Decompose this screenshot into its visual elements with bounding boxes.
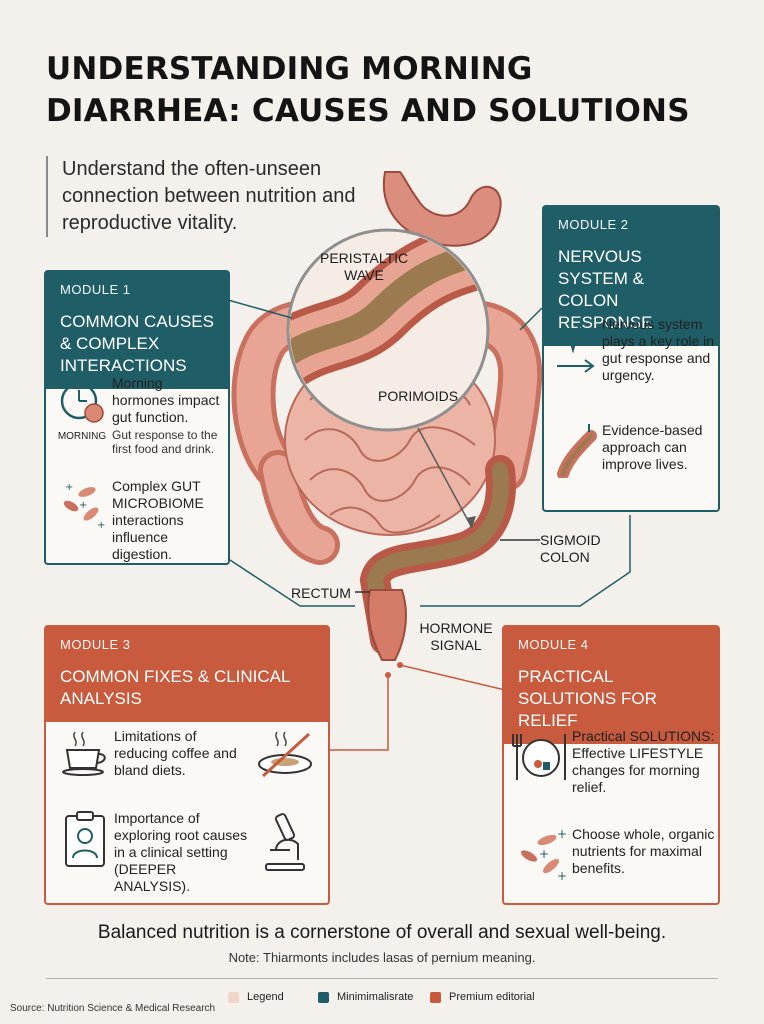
morning-icon-label: MORNING xyxy=(57,431,107,442)
module-2-item-1-text: Nervous system plays a key role in gut r… xyxy=(602,316,715,383)
footer-statement: Balanced nutrition is a cornerstone of o… xyxy=(97,922,667,943)
svg-text:+: + xyxy=(65,482,73,493)
module-1-item-1-subtext: Gut response to the first food and drink… xyxy=(112,428,218,456)
svg-text:+: + xyxy=(557,869,567,882)
crossed-plate-icon xyxy=(254,728,316,778)
legend-item-3: Premium editorial xyxy=(430,991,535,1003)
legend-item-2: Minimimalisrate xyxy=(318,991,413,1003)
doctor-clipboard-icon xyxy=(56,810,114,868)
module-2-title: NERVOUS SYSTEM & COLON RESPONSE xyxy=(558,247,653,332)
module-4-label: MODULE 4 xyxy=(518,637,589,652)
plate-cutlery-icon xyxy=(510,728,572,786)
module-3-label: MODULE 3 xyxy=(60,637,131,652)
colon-segment-icon xyxy=(550,422,602,478)
svg-text:+: + xyxy=(539,847,549,861)
legend-label-2: Minimimalisrate xyxy=(337,991,414,1003)
sigmoid-colon-label: SIGMOID COLON xyxy=(540,532,601,565)
legend-swatch-3 xyxy=(430,991,441,1003)
module-1-item-1-text: Morning hormones impact gut function. xyxy=(112,375,220,425)
peristaltic-wave-label: PERISTALTIC WAVE xyxy=(320,250,409,283)
legend-item-1: Legend xyxy=(228,991,284,1003)
module-4-item-2-text: Choose whole, organic nutrients for maxi… xyxy=(572,826,715,876)
hormone-signal-label: HORMONE SIGNAL xyxy=(419,620,493,653)
porimoids-label: PORIMOIDS xyxy=(378,388,459,404)
module-4-item-1-text: Practical SOLUTIONS: Effective LIFESTYLE… xyxy=(572,728,715,795)
connector-lines xyxy=(227,299,631,751)
footer-divider xyxy=(46,978,718,979)
magnified-peristalsis-view xyxy=(286,228,490,529)
nerve-signal-icon xyxy=(550,316,602,376)
module-3-title: COMMON FIXES & CLINICAL ANALYSIS xyxy=(60,667,290,708)
module-3-item-1: Limitations of reducing coffee and bland… xyxy=(56,728,322,779)
clock-stomach-icon: MORNING xyxy=(52,375,112,442)
page-title: UNDERSTANDING MORNING DIARRHEA: CAUSES A… xyxy=(46,51,690,129)
module-1-label: MODULE 1 xyxy=(60,282,131,297)
module-4-item-1: Practical SOLUTIONS: Effective LIFESTYLE… xyxy=(510,728,716,796)
module-3-header: MODULE 3 COMMON FIXES & CLINICAL ANALYSI… xyxy=(46,627,328,722)
module-1-header: MODULE 1 COMMON CAUSES & COMPLEX INTERAC… xyxy=(46,272,228,389)
module-2-item-2: Evidence-based approach can improve live… xyxy=(550,422,716,478)
page-subtitle: Understand the often-unseen connection b… xyxy=(46,156,366,237)
module-3-item-2-text: Importance of exploring root causes in a… xyxy=(114,810,248,894)
microbes-icon: + + + xyxy=(52,478,112,528)
svg-text:+: + xyxy=(79,500,87,511)
legend-swatch-1 xyxy=(228,991,239,1003)
sigmoid-colon-illustration xyxy=(359,455,516,661)
module-1-item-1: MORNING Morning hormones impact gut func… xyxy=(52,375,226,456)
module-4-title: PRACTICAL SOLUTIONS FOR RELIEF xyxy=(518,667,657,730)
legend-swatch-2 xyxy=(318,991,329,1003)
coffee-cup-icon xyxy=(56,728,114,778)
module-2-header: MODULE 2 NERVOUS SYSTEM & COLON RESPONSE xyxy=(544,207,718,346)
module-1-item-2: + + + Complex GUT MICROBIOME interaction… xyxy=(52,478,226,563)
footer-note: Note: Thiarmonts includes lasas of perni… xyxy=(228,950,536,965)
module-2-item-2-text: Evidence-based approach can improve live… xyxy=(602,422,703,472)
rectum-label: RECTUM xyxy=(291,585,351,601)
legend-label-1: Legend xyxy=(247,991,284,1003)
module-1-title: COMMON CAUSES & COMPLEX INTERACTIONS xyxy=(60,312,214,375)
module-4-header: MODULE 4 PRACTICAL SOLUTIONS FOR RELIEF xyxy=(504,627,718,744)
module-2-label: MODULE 2 xyxy=(558,217,629,232)
module-2-item-1: Nervous system plays a key role in gut r… xyxy=(550,316,716,384)
svg-text:+: + xyxy=(557,827,567,841)
legend-label-3: Premium editorial xyxy=(449,991,535,1003)
svg-text:+: + xyxy=(97,520,105,528)
microscope-icon xyxy=(254,810,316,874)
module-1-item-2-text: Complex GUT MICROBIOME interactions infl… xyxy=(112,478,204,562)
module-3-item-1-text: Limitations of reducing coffee and bland… xyxy=(114,728,237,778)
module-4-item-2: + + + Choose whole, organic nutrients fo… xyxy=(510,826,716,882)
source-credit: Source: Nutrition Science & Medical Rese… xyxy=(10,1003,216,1014)
microbes-icon: + + + xyxy=(510,826,572,882)
module-3-item-2: Importance of exploring root causes in a… xyxy=(56,810,322,895)
